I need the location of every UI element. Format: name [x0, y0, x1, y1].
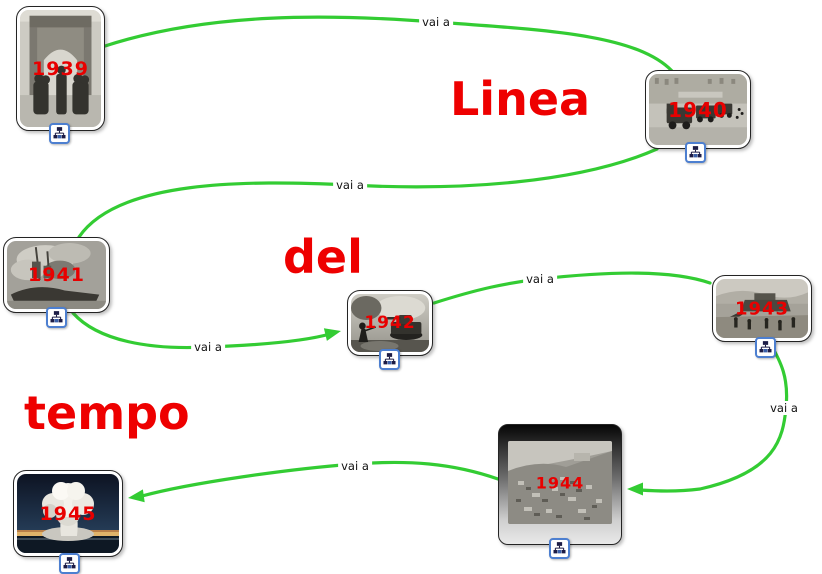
photo-1941-sinking-ship: 1941 — [7, 241, 106, 309]
year-label-1940: 1940 — [668, 97, 728, 122]
photo-1942-soldier-tank: 1942 — [351, 294, 429, 352]
link-1944-1945-line[interactable] — [140, 460, 500, 498]
concept-node-1945[interactable]: 1945 — [13, 470, 123, 557]
concept-map-resource-icon[interactable] — [549, 538, 570, 559]
concept-node-1944[interactable]: 1944 — [498, 424, 622, 545]
concept-map-resource-icon[interactable] — [755, 337, 776, 358]
link-1943-1944-line[interactable] — [638, 341, 789, 493]
concept-map-resource-icon[interactable] — [379, 349, 400, 370]
org-chart-icon — [759, 341, 772, 353]
concept-node-1942[interactable]: 1942 — [347, 290, 433, 356]
concept-node-1941[interactable]: 1941 — [3, 237, 110, 313]
concept-node-1943[interactable]: 1943 — [712, 275, 812, 342]
photo-1944-ruined-town: 1944 — [508, 441, 612, 524]
link-1942-1943-line[interactable] — [432, 271, 712, 305]
photo-1939-soldiers-marching: 1939 — [20, 10, 101, 127]
year-label-1943: 1943 — [734, 298, 790, 319]
link-1943-1944-arrowhead — [627, 482, 643, 496]
org-chart-icon — [383, 353, 396, 365]
link-1939-1940-line[interactable] — [103, 15, 674, 73]
link-1940-1941-line[interactable] — [77, 147, 659, 239]
link-label-1942-1943[interactable]: vai a — [523, 272, 557, 286]
link-label-1940-1941[interactable]: vai a — [333, 178, 367, 192]
link-label-1943-1944[interactable]: vai a — [767, 401, 801, 415]
title-word-linea: Linea — [450, 72, 591, 126]
title-word-del: del — [283, 230, 363, 284]
link-label-1944-1945[interactable]: vai a — [338, 459, 372, 473]
concept-map-resource-icon[interactable] — [59, 553, 80, 574]
photo-1940-truck-column: 1940 — [649, 74, 747, 145]
photo-1943-beach-landing: 1943 — [716, 279, 808, 338]
org-chart-icon — [63, 557, 76, 569]
concept-map-resource-icon[interactable] — [49, 123, 70, 144]
org-chart-icon — [553, 542, 566, 554]
link-1944-1945-arrowhead — [128, 489, 145, 503]
concept-map-resource-icon[interactable] — [685, 142, 706, 163]
year-label-1945: 1945 — [39, 502, 97, 525]
org-chart-icon — [50, 311, 63, 323]
link-1941-1942-arrowhead — [323, 328, 341, 341]
year-label-1941: 1941 — [28, 264, 85, 286]
concept-map-resource-icon[interactable] — [46, 307, 67, 328]
year-label-1939: 1939 — [32, 57, 89, 80]
title-word-tempo: tempo — [24, 386, 190, 440]
org-chart-icon — [53, 127, 66, 139]
link-label-1939-1940[interactable]: vai a — [419, 15, 453, 29]
concept-node-1940[interactable]: 1940 — [645, 70, 751, 149]
year-label-1942: 1942 — [364, 313, 416, 333]
year-label-1944: 1944 — [535, 473, 585, 492]
photo-1945-mushroom-cloud: 1945 — [17, 474, 119, 553]
concept-node-1939[interactable]: 1939 — [16, 6, 105, 131]
link-label-1941-1942[interactable]: vai a — [191, 340, 225, 354]
org-chart-icon — [689, 146, 702, 158]
